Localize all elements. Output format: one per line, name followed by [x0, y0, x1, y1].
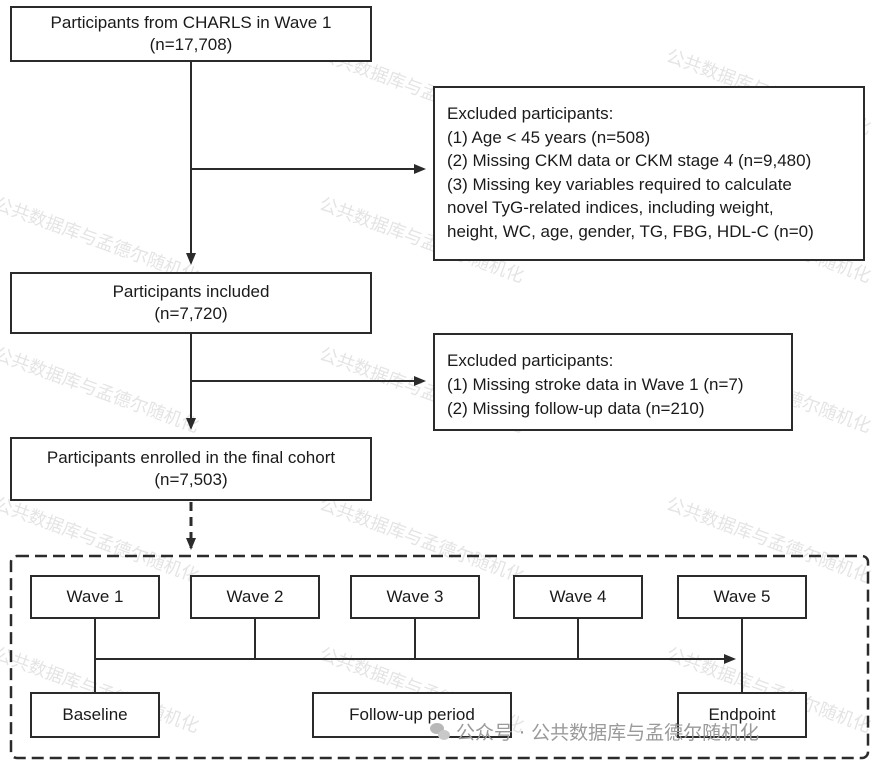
excluded1-reason3-line3: height, WC, age, gender, TG, FBG, HDL-C …: [447, 221, 814, 241]
wave-label: Wave 3: [386, 587, 444, 606]
wave-label: Wave 1: [66, 587, 124, 606]
wave-label: Wave 4: [549, 587, 607, 606]
wave1-cohort-title: Participants from CHARLS in Wave 1: [50, 13, 332, 32]
final-cohort-count: (n=7,503): [154, 470, 228, 489]
wave1-cohort-count: (n=17,708): [149, 35, 233, 54]
wave-box-2: Wave 2: [190, 575, 320, 619]
excluded1-box: Excluded participants: (1) Age < 45 year…: [433, 86, 865, 261]
wave-box-1: Wave 1: [30, 575, 160, 619]
excluded2-reason1: (1) Missing stroke data in Wave 1 (n=7): [447, 375, 744, 394]
wave1-cohort-box: Participants from CHARLS in Wave 1 (n=17…: [10, 6, 372, 62]
final-cohort-title: Participants enrolled in the final cohor…: [46, 448, 336, 467]
included-count: (n=7,720): [154, 304, 228, 323]
timeline-container: [9, 554, 870, 760]
wechat-footer: 公众号 · 公共数据库与孟德尔随机化: [430, 718, 759, 745]
wechat-icon: [430, 722, 450, 741]
wave-box-4: Wave 4: [513, 575, 643, 619]
followup-box: Follow-up period: [312, 692, 512, 738]
excluded1-reason1: (1) Age < 45 years (n=508): [447, 127, 651, 147]
excluded2-reason2: (2) Missing follow-up data (n=210): [447, 399, 705, 418]
footer-text: 公众号 · 公共数据库与孟德尔随机化: [456, 722, 760, 744]
wave-box-3: Wave 3: [350, 575, 480, 619]
included-title: Participants included: [112, 282, 270, 301]
excluded1-reason3-line2: novel TyG-related indices, including wei…: [447, 198, 774, 217]
wave-label: Wave 2: [226, 587, 284, 606]
final-cohort-box: Participants enrolled in the final cohor…: [10, 437, 372, 501]
excluded1-reason3-line1: (3) Missing key variables required to ca…: [447, 174, 792, 194]
followup-label: Follow-up period: [349, 705, 475, 724]
baseline-box: Baseline: [30, 692, 160, 738]
excluded1-reason2: (2) Missing CKM data or CKM stage 4 (n=9…: [447, 151, 812, 170]
wave-box-5: Wave 5: [677, 575, 807, 619]
excluded2-box: Excluded participants: (1) Missing strok…: [433, 333, 793, 431]
wave-label: Wave 5: [713, 587, 771, 606]
endpoint-label: Endpoint: [708, 705, 776, 724]
excluded1-header: Excluded participants:: [447, 104, 614, 123]
baseline-label: Baseline: [62, 705, 128, 724]
excluded2-header: Excluded participants:: [447, 351, 614, 370]
endpoint-box: Endpoint: [677, 692, 807, 738]
included-box: Participants included (n=7,720): [10, 272, 372, 334]
